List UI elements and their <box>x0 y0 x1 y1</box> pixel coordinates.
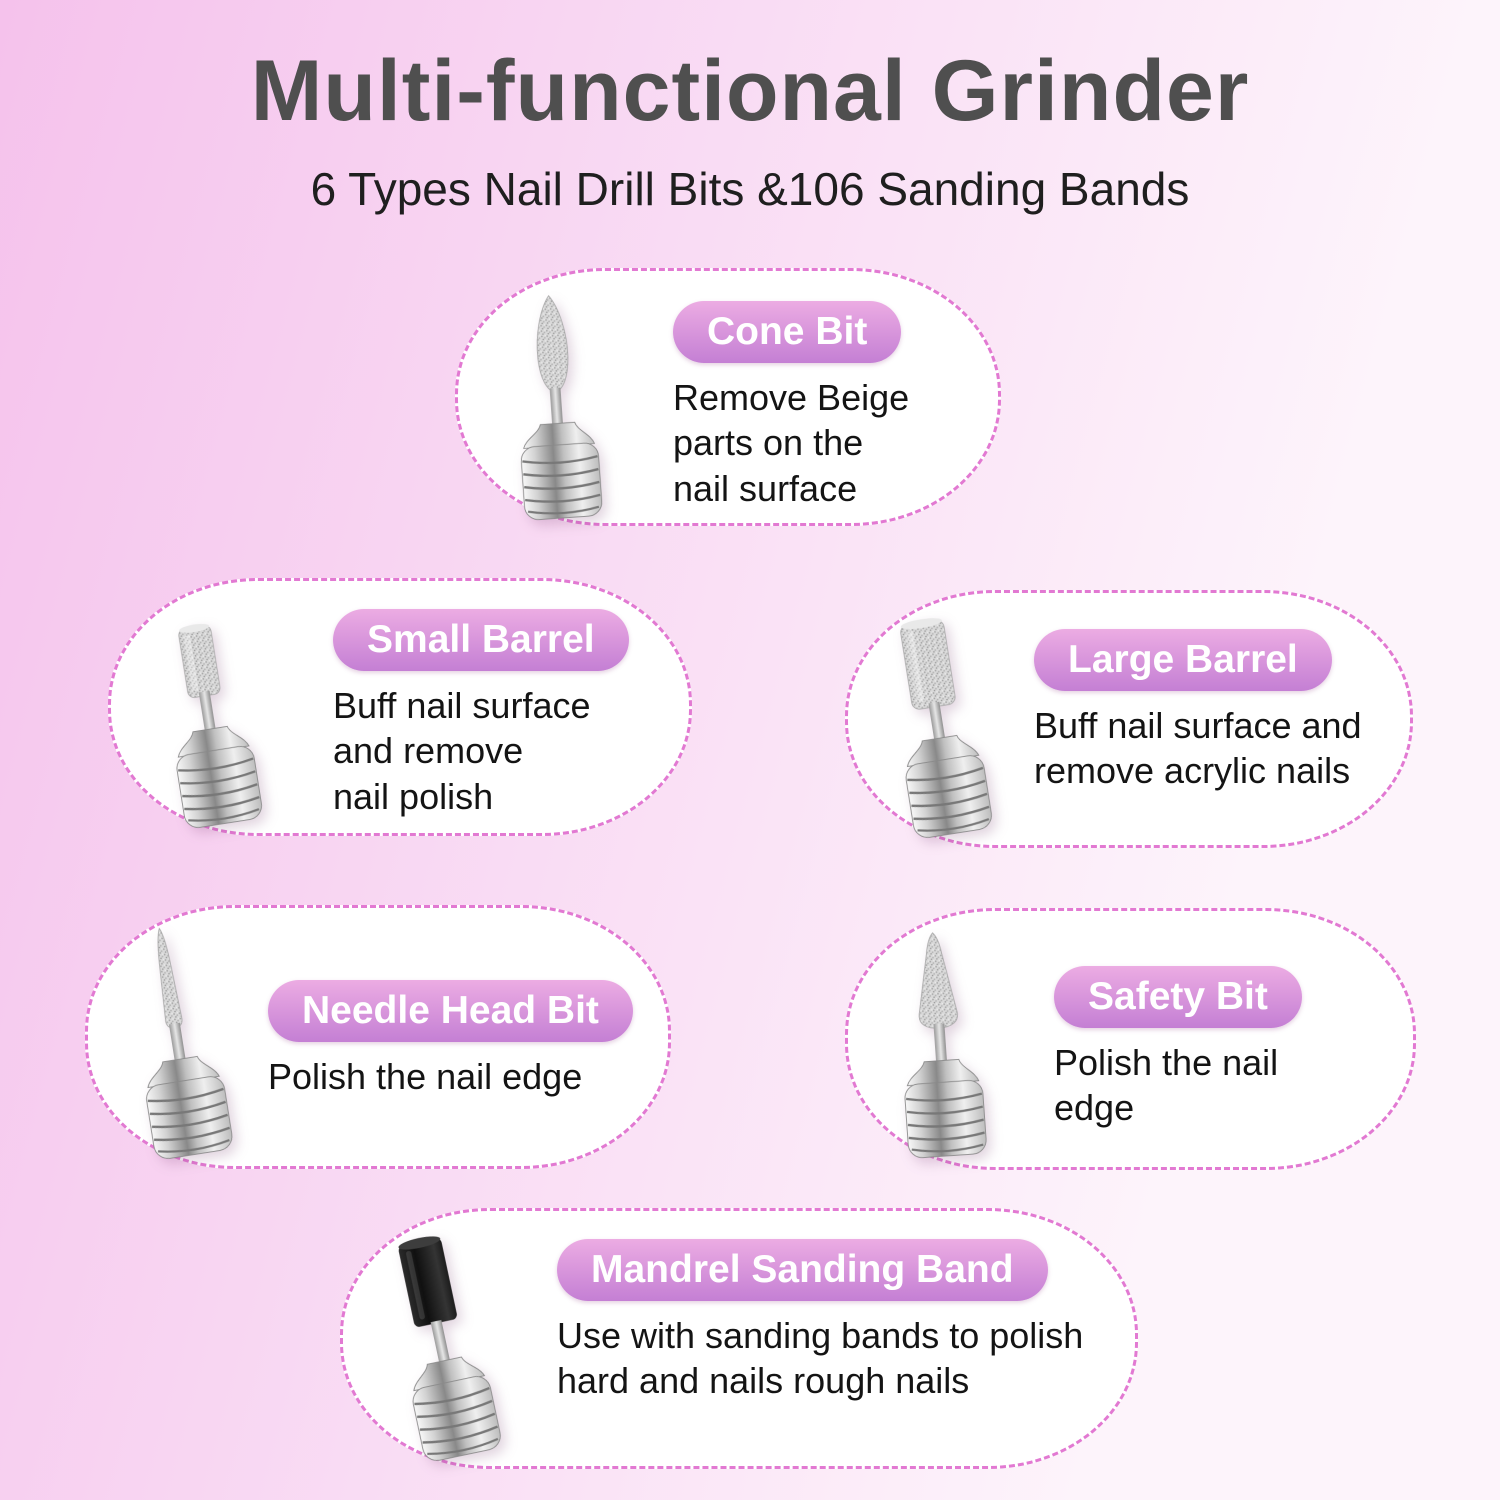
callout-content: Safety Bit Polish the nail edge <box>1054 966 1302 1131</box>
bit-name-badge: Large Barrel <box>1034 629 1332 691</box>
cone-bit-icon <box>473 286 639 524</box>
needle-head-bit-icon <box>86 915 268 1167</box>
bit-description: Buff nail surface and remove nail polish <box>333 685 591 817</box>
bit-name-badge: Needle Head Bit <box>268 980 633 1042</box>
bit-description: Polish the nail edge <box>1054 1042 1279 1129</box>
bit-name-badge: Cone Bit <box>673 301 902 363</box>
bit-description: Remove Beige parts on the nail surface <box>673 377 910 509</box>
safety-bit-icon <box>857 922 1023 1162</box>
callout-content: Needle Head Bit Polish the nail edge <box>268 980 633 1099</box>
bit-name-badge: Small Barrel <box>333 609 629 671</box>
page-subtitle: 6 Types Nail Drill Bits &106 Sanding Ban… <box>310 163 1190 215</box>
callout-content: Cone Bit Remove Beige parts on the nail … <box>673 301 909 511</box>
callout-small-barrel: Small Barrel Buff nail surface and remov… <box>108 578 692 836</box>
callout-content: Mandrel Sanding Band Use with sanding ba… <box>557 1239 1083 1404</box>
large-barrel-icon <box>842 593 1031 846</box>
callout-large-barrel: Large Barrel Buff nail surface and remov… <box>845 590 1413 848</box>
callout-mandrel-sanding-band: Mandrel Sanding Band Use with sanding ba… <box>340 1208 1138 1469</box>
small-barrel-icon <box>115 586 299 837</box>
bit-description: Use with sanding bands to polish hard an… <box>557 1315 1084 1402</box>
bit-name-badge: Safety Bit <box>1054 966 1302 1028</box>
callout-safety-bit: Safety Bit Polish the nail edge <box>845 908 1416 1170</box>
callout-cone-bit: Cone Bit Remove Beige parts on the nail … <box>455 268 1001 526</box>
bit-description: Polish the nail edge <box>268 1056 583 1097</box>
callout-needle-head-bit: Needle Head Bit Polish the nail edge <box>85 905 671 1169</box>
mandrel-sanding-band-icon <box>338 1212 543 1472</box>
callout-content: Large Barrel Buff nail surface and remov… <box>1034 629 1362 794</box>
bit-description: Buff nail surface and remove acrylic nai… <box>1034 705 1362 792</box>
callout-content: Small Barrel Buff nail surface and remov… <box>333 609 629 819</box>
bit-name-badge: Mandrel Sanding Band <box>557 1239 1048 1301</box>
page-title: Multi-functional Grinder <box>250 43 1250 139</box>
